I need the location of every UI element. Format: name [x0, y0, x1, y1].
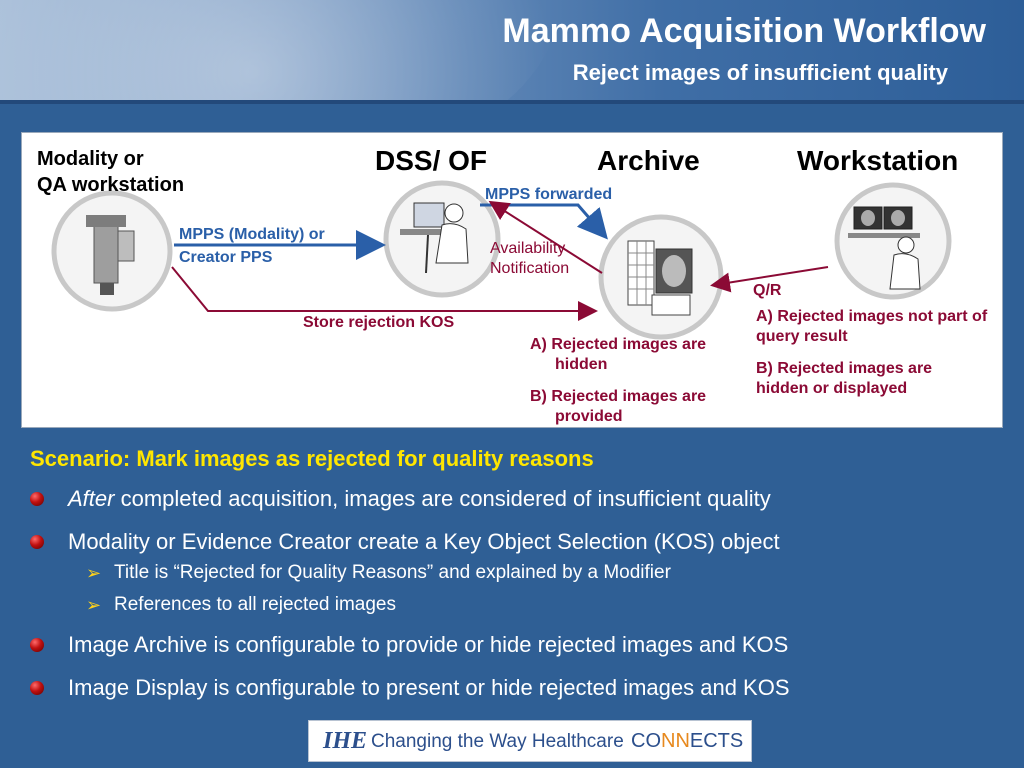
bullet-dot-icon	[30, 638, 44, 652]
slide-title: Mammo Acquisition Workflow	[502, 12, 986, 50]
bullet-1-italic: After	[68, 486, 115, 511]
sub-bullet-1-text: Title is “Rejected for Quality Reasons” …	[114, 562, 671, 583]
bullet-dot-icon	[30, 681, 44, 695]
modality-label-line1: Modality or	[37, 148, 144, 170]
modality-label: Modality or QA workstation	[37, 146, 184, 198]
mpps-modality-label: MPPS (Modality) or Creator PPS	[179, 223, 325, 269]
archive-label: Archive	[597, 145, 700, 176]
connects-part-1: CO	[631, 730, 661, 752]
workstation-node	[834, 182, 952, 300]
archive-note-a: A) Rejected images are hidden	[530, 336, 707, 373]
modality-node	[51, 190, 173, 312]
mpps-modality-line1: MPPS (Modality) or	[179, 226, 325, 243]
bullet-2-text: Modality or Evidence Creator create a Ke…	[68, 529, 780, 554]
bullet-3-text: Image Archive is configurable to provide…	[68, 632, 789, 657]
sub-bullet-2-text: References to all rejected images	[114, 594, 396, 615]
header-banner	[0, 0, 1024, 104]
availability-notification-label: Availability Notification	[490, 239, 569, 279]
workstation-note-a: A) Rejected images not part of query res…	[756, 308, 988, 345]
arrow-store-kos	[171, 266, 598, 321]
modality-label-line2: QA workstation	[37, 174, 185, 196]
workflow-diagram: Modality or QA workstation DSS/ OF Archi…	[21, 132, 1003, 428]
dss-label: DSS/ OF	[375, 145, 488, 176]
store-kos-label: Store rejection KOS	[303, 314, 455, 331]
footer-connects: CONNECTS	[631, 730, 743, 753]
bullet-list: After completed acquisition, images are …	[30, 484, 1010, 716]
qr-label: Q/R	[753, 282, 782, 299]
workstation-note-b: B) Rejected images are hidden or display…	[756, 360, 933, 397]
archive-note-b: B) Rejected images are provided	[530, 388, 707, 425]
header-stripe	[0, 100, 1024, 104]
ihe-footer-banner: IHE Changing the Way Healthcare CONNECTS	[308, 720, 752, 762]
bullet-dot-icon	[30, 535, 44, 549]
scenario-heading: Scenario: Mark images as rejected for qu…	[30, 446, 594, 471]
globe-graphic	[0, 0, 560, 104]
archive-node	[598, 214, 724, 340]
arrow-availability	[488, 200, 603, 274]
bullet-1: After completed acquisition, images are …	[30, 484, 1010, 527]
mpps-modality-line2: Creator PPS	[179, 249, 273, 266]
workstation-label: Workstation	[797, 145, 959, 176]
bullet-2: Modality or Evidence Creator create a Ke…	[30, 527, 1010, 570]
dss-node	[383, 180, 501, 298]
arrow-bullet-icon: ➢	[86, 563, 102, 583]
bullet-4: Image Display is configurable to present…	[30, 673, 1010, 716]
arrow-qr	[710, 266, 829, 293]
bullet-4-text: Image Display is configurable to present…	[68, 675, 790, 700]
bullet-3: Image Archive is configurable to provide…	[30, 630, 1010, 673]
availability-line2: Notification	[490, 260, 570, 277]
availability-line1: Availability	[490, 240, 566, 257]
connects-part-2: NN	[661, 730, 690, 752]
ihe-logo: IHE	[323, 728, 368, 754]
slide-subtitle: Reject images of insufficient quality	[572, 60, 948, 85]
bullet-dot-icon	[30, 492, 44, 506]
sub-bullet-1: ➢ Title is “Rejected for Quality Reasons…	[30, 560, 1010, 592]
mpps-forwarded-label: MPPS forwarded	[485, 186, 613, 203]
arrow-mpps-forwarded	[480, 203, 608, 240]
connects-part-3: ECTS	[689, 730, 744, 752]
arrow-bullet-icon: ➢	[86, 595, 102, 615]
bullet-1-text: completed acquisition, images are consid…	[114, 486, 771, 511]
sub-bullet-2: ➢ References to all rejected images	[30, 592, 1010, 624]
footer-tagline: Changing the Way Healthcare	[371, 731, 624, 752]
diagram-graphics	[51, 180, 952, 340]
